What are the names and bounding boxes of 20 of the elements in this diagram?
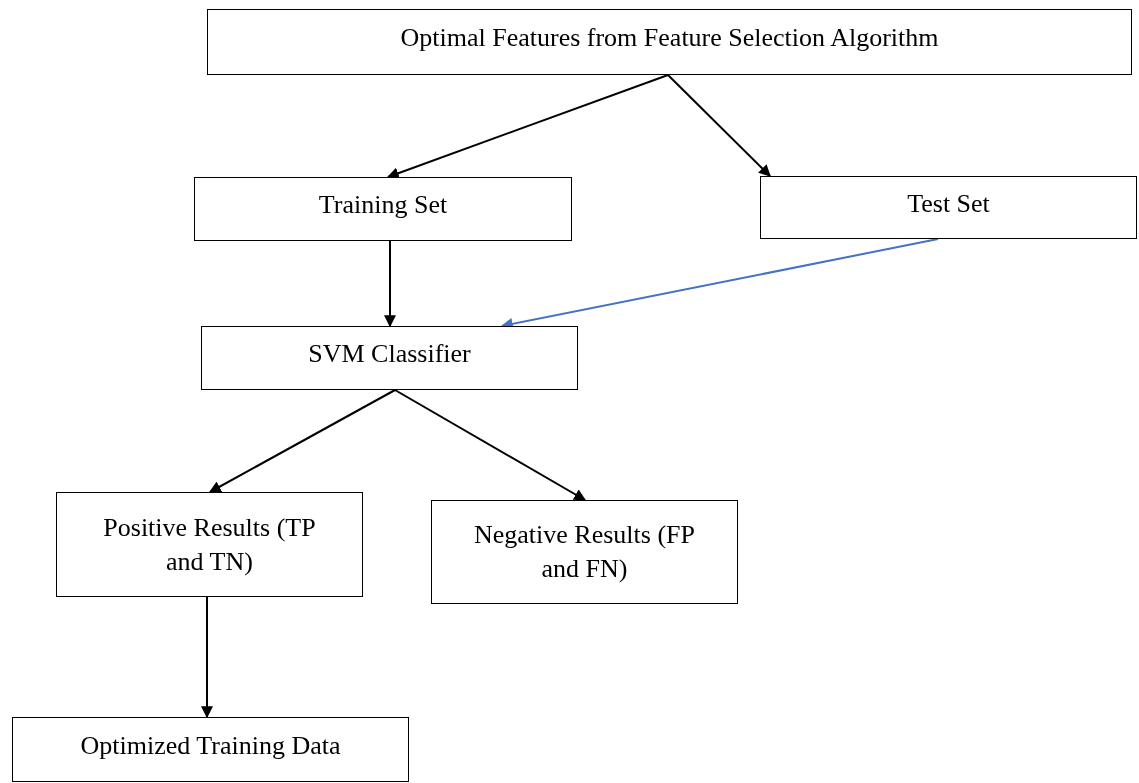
arrow <box>201 596 213 719</box>
box-label: Optimized Training Data <box>80 729 341 762</box>
box-label: Test Set <box>907 187 990 220</box>
arrow <box>208 389 396 493</box>
arrow <box>667 74 771 177</box>
process-box <box>760 176 1137 239</box>
box-label: Positive Results (TP and TN) <box>102 511 317 578</box>
box-label: Training Set <box>318 189 448 222</box>
box-label: SVM Classifier <box>308 338 471 371</box>
arrow <box>384 240 396 328</box>
process-box <box>201 326 578 390</box>
arrow <box>394 389 587 501</box>
process-box <box>194 177 572 241</box>
process-box <box>431 500 738 604</box>
process-box <box>207 9 1132 75</box>
process-box <box>12 717 409 782</box>
box-label: Negative Results (FP and FN) <box>473 519 696 585</box>
arrow <box>386 74 669 179</box>
box-label: Optimal Features from Feature Selection Algorithm <box>400 22 939 55</box>
process-box <box>56 492 363 597</box>
